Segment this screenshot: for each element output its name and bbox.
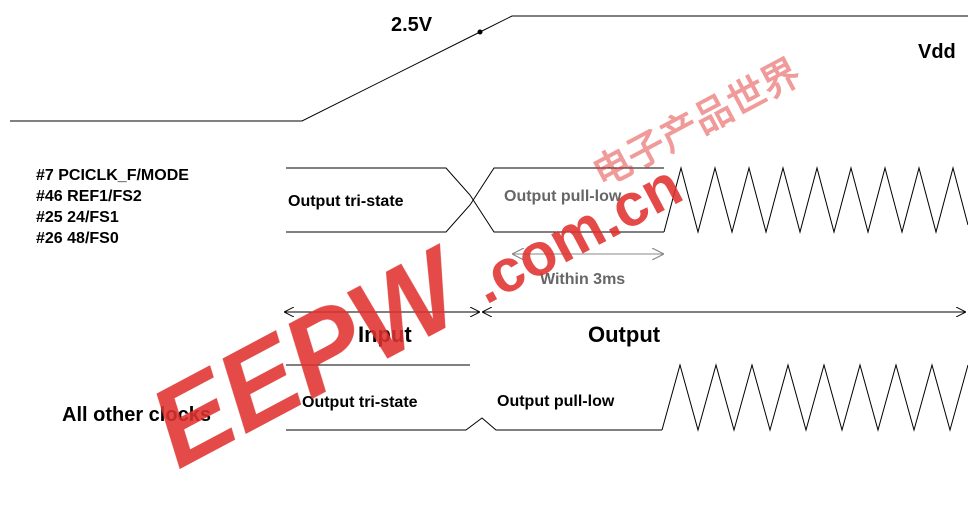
threshold-dot (477, 29, 483, 35)
upper-clock-wave (663, 166, 968, 234)
upper-bus-bottom (286, 167, 664, 233)
pin-label-2: #46 REF1/FS2 (36, 188, 142, 205)
pin-label-1: #7 PCICLK_F/MODE (36, 167, 189, 184)
lower-tristate-label: Output tri-state (302, 394, 418, 411)
lower-pulllow-label: Output pull-low (497, 393, 615, 410)
within-label: Within 3ms (540, 271, 625, 288)
all-other-clocks-label: All other clocks (62, 404, 211, 426)
v25-label: 2.5V (391, 14, 433, 36)
watermark-brand: EEPW (131, 222, 488, 491)
upper-tristate-label: Output tri-state (288, 193, 404, 210)
watermark-cjk: 电子产品世界 (587, 52, 808, 196)
watermark-domain: .com.cn (461, 151, 693, 317)
upper-pulllow-label: Output pull-low (504, 188, 622, 205)
vdd-ramp-line (10, 15, 968, 122)
eepw-watermark: EEPW .com.cn 电子产品世界 (131, 52, 808, 491)
vdd-label: Vdd (918, 41, 956, 63)
upper-bus-top (286, 167, 664, 233)
pin-label-4: #26 48/FS0 (36, 230, 119, 247)
output-label: Output (588, 322, 661, 347)
lower-clock-wave (661, 363, 968, 432)
lower-bus-bottom (286, 417, 662, 431)
pin-label-3: #25 24/FS1 (36, 209, 119, 226)
input-label: Input (358, 322, 412, 347)
